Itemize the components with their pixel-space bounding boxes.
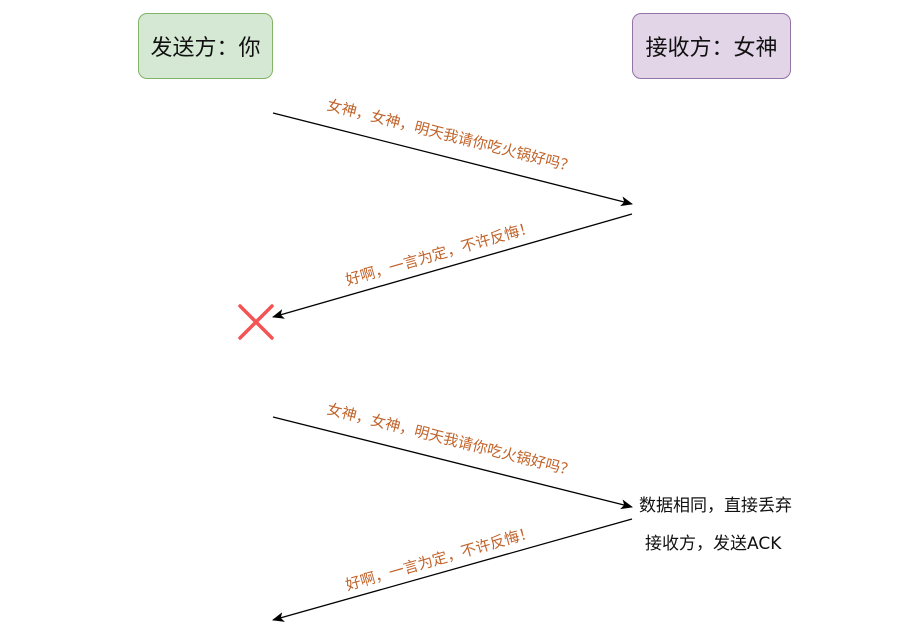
duplicate-note-line1: 数据相同，直接丢弃 bbox=[639, 496, 792, 516]
receiver-actor-box: 接收方：女神 bbox=[632, 13, 791, 79]
duplicate-note-line2: 接收方，发送ACK bbox=[645, 534, 782, 554]
reply-1-arrow bbox=[272, 213, 633, 319]
reply-2-arrow bbox=[272, 518, 633, 622]
request-1-arrow bbox=[272, 112, 633, 207]
request-2-arrow bbox=[272, 416, 633, 510]
sender-label: 发送方：你 bbox=[150, 36, 261, 61]
receiver-label: 接收方：女神 bbox=[645, 36, 778, 61]
x-mark-icon bbox=[238, 304, 274, 340]
sender-actor-box: 发送方：你 bbox=[138, 13, 273, 79]
